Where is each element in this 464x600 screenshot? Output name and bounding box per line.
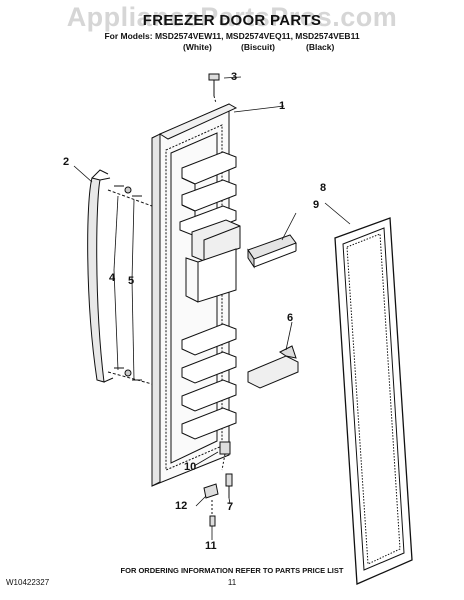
bin-bracket (247, 345, 299, 389)
variant-black: (Black) (306, 42, 335, 52)
callout-8: 8 (320, 182, 327, 194)
callout-11: 11 (205, 540, 217, 552)
page-title: FREEZER DOOR PARTS (142, 12, 322, 29)
callout-2: 2 (63, 156, 70, 168)
callout-9: 9 (313, 199, 320, 211)
variant-white: (White) (183, 42, 212, 52)
callout-5: 5 (128, 275, 135, 287)
page-number: 11 (227, 578, 237, 587)
door-bins-upper (179, 151, 237, 237)
watermark-text: AppliancePartsPros.com (66, 2, 398, 32)
dispenser-trim-strip (247, 234, 297, 269)
document-number: W10422327 (6, 578, 50, 587)
lower-hinge-assembly (203, 441, 233, 527)
door-bins-lower (181, 323, 237, 440)
callout-12: 12 (175, 500, 188, 512)
callout-1: 1 (279, 100, 286, 112)
callout-7: 7 (227, 501, 234, 513)
callout-10: 10 (184, 461, 197, 473)
door-handle (87, 169, 114, 383)
dispenser-housing (185, 219, 241, 303)
callout-4: 4 (109, 272, 116, 284)
model-numbers: For Models: MSD2574VEW11, MSD2574VEQ11, … (104, 31, 360, 41)
callout-3: 3 (231, 71, 238, 83)
ordering-note: FOR ORDERING INFORMATION REFER TO PARTS … (120, 566, 344, 575)
handle-screws (107, 185, 153, 385)
door-gasket (334, 217, 413, 585)
variant-biscuit: (Biscuit) (241, 42, 275, 52)
callout-6: 6 (287, 312, 294, 324)
door-screw (208, 73, 220, 104)
leader-lines (73, 76, 351, 540)
